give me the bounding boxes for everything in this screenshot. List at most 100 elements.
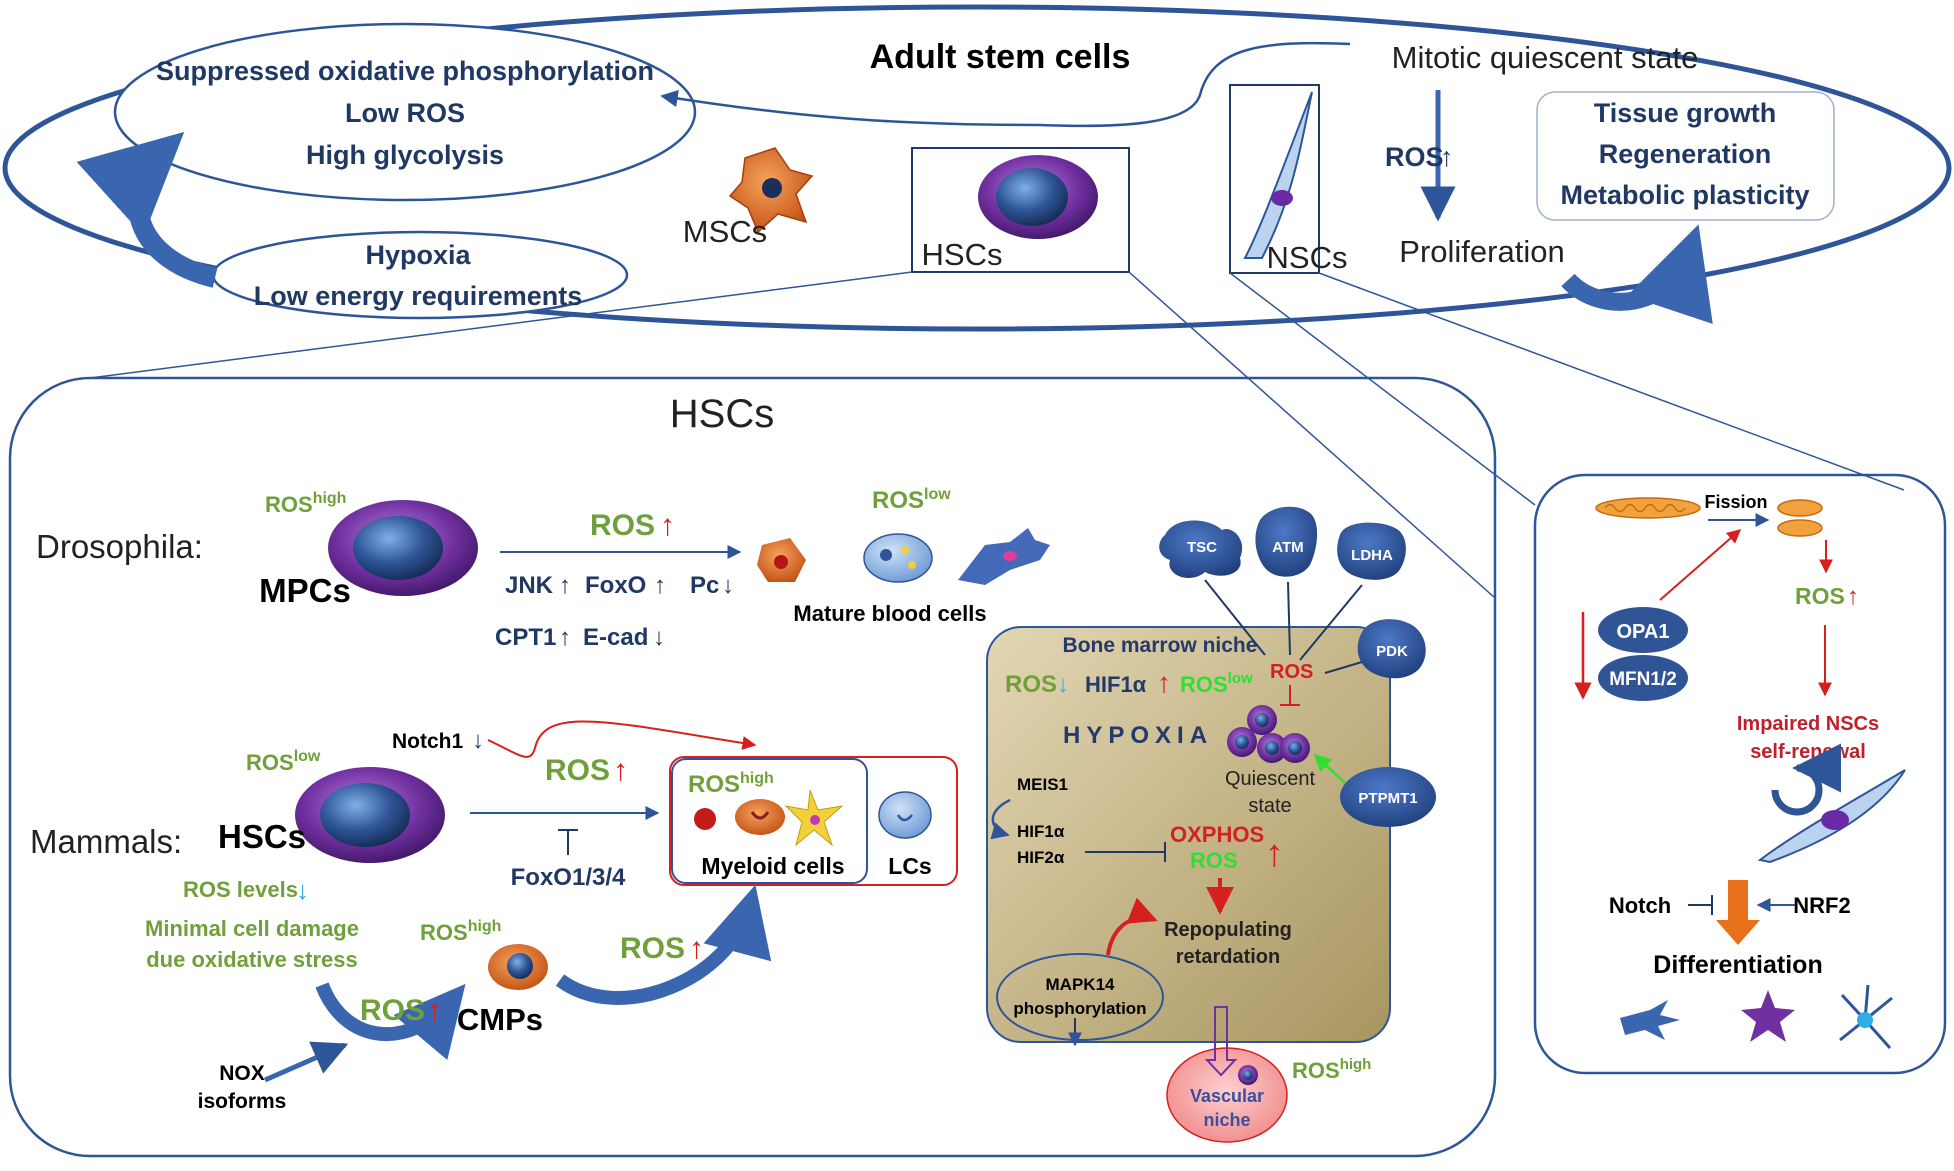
notch1-to-myeloid-arrow bbox=[487, 720, 757, 758]
myeloid-outer-box bbox=[669, 756, 958, 886]
factor-foxo: FoxO bbox=[585, 572, 646, 599]
niche-to-vascular-arrow bbox=[1204, 1006, 1238, 1077]
factor-jnk-up: ↑ bbox=[559, 572, 571, 599]
hsc-highlight-box bbox=[911, 147, 1130, 273]
mfn-label: MFN1/2 bbox=[1609, 669, 1677, 690]
niche-to-metabolism-arrow bbox=[76, 131, 218, 288]
nsc-zoom-line bbox=[1318, 272, 1905, 491]
factor-ecad-down: ↓ bbox=[653, 624, 665, 651]
outcome-line-3: Metabolic plasticity bbox=[1560, 180, 1809, 210]
bone-marrow-niche-box bbox=[986, 626, 1391, 1043]
myeloid-cell-icons bbox=[694, 789, 932, 847]
differentiation-label: Differentiation bbox=[1653, 951, 1822, 979]
nox-arrow bbox=[263, 1041, 349, 1083]
quiescent-state-line-1: Quiescent bbox=[1225, 768, 1315, 790]
cmp-ros-arrow-label: ROS bbox=[620, 932, 685, 965]
notch-label: Notch bbox=[1609, 893, 1671, 918]
quiescent-label: Mitotic quiescent state bbox=[1392, 40, 1699, 75]
opa1-label: OPA1 bbox=[1617, 621, 1670, 643]
hsc-to-cmp-ros-label: ROS bbox=[360, 994, 425, 1027]
ldha-blob bbox=[1337, 522, 1406, 580]
niche-ros-red: ROS bbox=[1270, 661, 1313, 683]
ros-levels-label: ROS levels bbox=[183, 877, 298, 902]
ptpmt1-to-quiescent-arrow bbox=[1313, 753, 1346, 784]
outcomes-box bbox=[1536, 91, 1835, 221]
niche-ros-down: ↓ bbox=[1057, 671, 1069, 698]
cmp-ros-label: ROShigh bbox=[420, 918, 501, 945]
impaired-line-1: Impaired NSCs bbox=[1737, 713, 1879, 735]
hsc-to-cmp-ros-up: ↑ bbox=[427, 994, 442, 1027]
metabolism-line-1: Suppressed oxidative phosphorylation bbox=[156, 56, 654, 86]
niche-line-2: Low energy requirements bbox=[254, 281, 583, 311]
hsc-to-cmp-arrow bbox=[315, 982, 466, 1061]
factor-ecad: E-cad bbox=[583, 624, 648, 651]
vascular-ros-label: ROShigh bbox=[1292, 1056, 1371, 1083]
damage-line-1: Minimal cell damage bbox=[145, 916, 359, 941]
adult-stem-cells-outline bbox=[2, 4, 1952, 332]
factor-pc: Pc bbox=[690, 572, 719, 599]
differentiated-cell-icons bbox=[1620, 984, 1893, 1049]
factor-cpt1: CPT1 bbox=[495, 624, 556, 651]
proliferation-to-outcomes-arrow bbox=[1561, 224, 1713, 325]
nox-line-2: isoforms bbox=[198, 1090, 287, 1113]
quiescent-state-line-2: state bbox=[1248, 795, 1291, 817]
fission-label: Fission bbox=[1704, 492, 1767, 512]
oxphos-up: ↑ bbox=[1265, 833, 1284, 875]
myeloid-inner-box bbox=[671, 758, 868, 884]
top-ros-label: ROS bbox=[1385, 142, 1444, 172]
metabolism-line-2: Low ROS bbox=[345, 98, 465, 128]
atm-blob bbox=[1255, 506, 1318, 577]
hsc-zoom-line-2 bbox=[1128, 271, 1496, 599]
opa1-node bbox=[1598, 607, 1688, 653]
repop-line-2: retardation bbox=[1176, 946, 1280, 968]
pdk-inhibit-line bbox=[1324, 661, 1363, 674]
mammals-label: Mammals: bbox=[30, 823, 182, 860]
damage-line-2: due oxidative stress bbox=[146, 947, 358, 972]
mpc-label: MPCs bbox=[259, 572, 351, 609]
msc-cell-icon bbox=[728, 147, 814, 234]
niche-hif-label: HIF1α bbox=[1085, 672, 1147, 697]
mpc-cell-icon bbox=[328, 500, 478, 596]
niche-title: Bone marrow niche bbox=[1063, 634, 1258, 657]
mapk-to-repop-arrow bbox=[1106, 897, 1158, 956]
hif2-label: HIF2α bbox=[1017, 848, 1065, 867]
tsc-label: TSC bbox=[1187, 539, 1217, 556]
cmp-ros-arrow-up: ↑ bbox=[689, 932, 704, 965]
nsc-ros-label: ROS bbox=[1795, 583, 1845, 609]
mfn-node bbox=[1598, 655, 1688, 701]
factor-jnk: JNK bbox=[505, 572, 554, 599]
niche-hif-up: ↑ bbox=[1157, 667, 1171, 698]
quiescent-to-metabolism-arrow bbox=[660, 41, 1351, 128]
ldha-inhibit-line bbox=[1299, 584, 1363, 661]
nsc-self-renewal-icon bbox=[1757, 743, 1906, 864]
vascular-line-2: niche bbox=[1203, 1110, 1250, 1130]
mpc-ros-label: ROShigh bbox=[265, 490, 346, 517]
atm-inhibit-line bbox=[1287, 581, 1291, 656]
hypoxia-label: HYPOXIA bbox=[1063, 722, 1213, 749]
nrf2-label: NRF2 bbox=[1793, 893, 1850, 918]
cmp-cell-icon bbox=[488, 944, 548, 990]
factor-cpt1-up: ↑ bbox=[559, 624, 571, 651]
mapk-line-2: phosphorylation bbox=[1013, 999, 1146, 1018]
mammal-hsc-ros-label: ROSlow bbox=[246, 748, 321, 775]
impaired-line-2: self-renewal bbox=[1750, 741, 1866, 763]
hsc-label: HSCs bbox=[922, 237, 1003, 272]
nsc-zoom-line-2 bbox=[1229, 272, 1536, 506]
niche-ros-low-label: ROSlow bbox=[1180, 670, 1253, 697]
lcs-label: LCs bbox=[888, 853, 931, 879]
oxphos-label: OXPHOS bbox=[1170, 822, 1264, 847]
differentiation-arrow bbox=[1716, 880, 1760, 945]
mitochondrion-icon bbox=[1595, 497, 1701, 519]
pdk-label: PDK bbox=[1376, 643, 1408, 660]
vascular-hsc-icon bbox=[1238, 1065, 1258, 1085]
outcome-line-2: Regeneration bbox=[1599, 139, 1772, 169]
ptpmt1-label: PTPMT1 bbox=[1358, 790, 1417, 807]
nsc-label: NSCs bbox=[1267, 240, 1348, 275]
mapk-line-1: MAPK14 bbox=[1046, 975, 1116, 994]
drosophila-ros-low-label: ROSlow bbox=[872, 486, 951, 514]
repop-line-1: Repopulating bbox=[1164, 919, 1292, 941]
factor-foxo-up: ↑ bbox=[654, 572, 666, 599]
quiescent-cell-cluster bbox=[1227, 705, 1310, 763]
foxo-label: FoxO1/3/4 bbox=[511, 864, 626, 891]
drosophila-ros-up: ↑ bbox=[660, 509, 675, 542]
